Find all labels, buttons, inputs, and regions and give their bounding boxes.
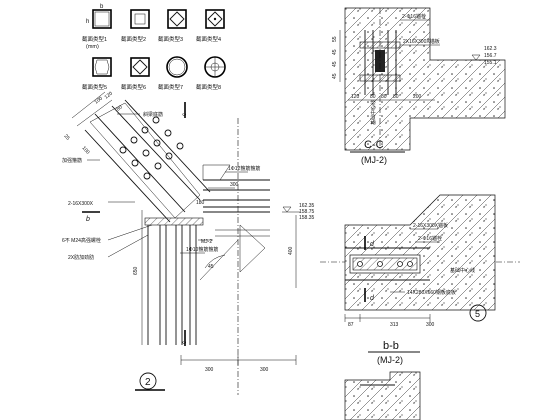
bb-dim-2: 313 (390, 322, 399, 328)
dim-120: 120 (104, 91, 114, 101)
cc-left-dim-4: 45 (332, 73, 338, 79)
cc-elev-3: 155.1 (484, 60, 497, 66)
cc-left-dim-1: 55 (332, 36, 338, 42)
section-type-2-label: 截面类型2 (121, 35, 146, 43)
cc-elev-2: 156.7 (484, 53, 497, 59)
dim-b-label: b (100, 4, 104, 10)
section-c-top: c (182, 113, 188, 116)
section-type-8-label: 截面类型8 (196, 83, 221, 91)
section-type-2: 截面类型2 (121, 9, 150, 43)
section-type-7: 截面类型7 (158, 56, 188, 91)
label-rebar-top: 1Φ12箍筋箍筋 (228, 165, 260, 172)
cc-dim-3: 80 (381, 94, 387, 100)
dim-180: 180 (196, 200, 205, 206)
section-c-bottom: c (182, 341, 188, 344)
bb-label-bolt: 2-Φ16锚栓 (418, 235, 442, 242)
section-type-5-label: 截面类型5 (82, 83, 107, 91)
detail-number-circle (139, 372, 157, 390)
section-b-b: d d 2-16X300X锚板 2-Φ16锚栓 基础中心线 14X280X660… (320, 194, 520, 365)
label-stiffener: 2X肋加劲肋 (68, 254, 94, 261)
elevation-3: 158.35 (299, 215, 315, 221)
cc-dim-2: 80 (370, 94, 376, 100)
bb-subtitle: (MJ-2) (377, 355, 403, 365)
bb-dim-1: 87 (348, 322, 354, 328)
section-type-8: 截面类型8 (196, 56, 226, 91)
label-rebar-bottom: 1Φ10箍筋箍筋 (186, 246, 218, 253)
bb-dim-3: 300 (426, 322, 435, 328)
section-type-1-label: 截面类型1 (82, 35, 107, 43)
cc-left-dim-3: 45 (332, 61, 338, 67)
dim-400: 400 (288, 246, 294, 255)
cc-left-dim-2: 45 (332, 49, 338, 55)
section-type-4-label: 截面类型4 (196, 35, 221, 43)
section-type-1: h b 截面类型1 (mm) (82, 4, 112, 50)
bb-label-plate: 2-16X300X锚板 (413, 222, 448, 229)
bb-label-bottom-plate: 14X280X660钢板底板 (407, 289, 456, 296)
partial-section-bottom (344, 371, 421, 420)
bb-detail-circle (469, 304, 487, 322)
label-plate: 2-16X300X (68, 201, 94, 207)
label-bolts: 6不 M24高强螺栓 (62, 237, 101, 244)
cc-dim-5: 200 (413, 94, 422, 100)
section-type-3-label: 截面类型3 (158, 35, 183, 43)
section-b-ref: b (86, 216, 90, 223)
bb-title: b-b (383, 340, 399, 352)
cc-label-bolt: 2-Φ16锚栓 (402, 13, 426, 20)
section-type-6: 截面类型6 (121, 57, 150, 91)
label-mj: MJ-2 (201, 239, 212, 245)
section-type-5: 截面类型5 (82, 57, 112, 91)
bb-d-bottom: d (370, 295, 375, 302)
bb-d-top: d (370, 241, 375, 248)
cc-axis-label: 基础中心线 (370, 100, 377, 125)
dim-h-label: h (86, 19, 89, 25)
section-c-c: 120 80 80 80 200 55 45 45 45 2-Φ16锚栓 2X1… (332, 7, 506, 165)
elevation-2: 158.75 (299, 209, 315, 215)
section-type-3: 截面类型3 (158, 9, 187, 43)
dim-300a: 300 (230, 182, 239, 188)
dim-25: 25 (63, 133, 71, 141)
dim-100b: 100 (81, 145, 91, 155)
dim-300b: 300 (205, 367, 214, 373)
cc-subtitle: (MJ-2) (361, 155, 387, 165)
section-type-legend: h b 截面类型1 (mm) 截面类型2 截面类型3 截面类型4 截面类型5 (82, 4, 226, 91)
cc-title: C-C (364, 139, 384, 151)
section-type-7-label: 截面类型7 (158, 83, 183, 91)
dim-300c: 300 (260, 367, 269, 373)
dim-100a: 100 (94, 96, 104, 106)
section-type-4: 截面类型4 (196, 9, 225, 43)
dim-650: 650 (133, 266, 139, 275)
bb-axis-label: 基础中心线 (450, 267, 475, 274)
unit-label: (mm) (86, 44, 99, 50)
cc-elev-1: 162.3 (484, 46, 497, 52)
dim-80: 80 (116, 104, 124, 112)
angle-45: 45 (208, 264, 214, 270)
detail-number: 2 (145, 377, 151, 388)
elevation-1: 162.35 (299, 203, 315, 209)
joint-detail-2: 100 120 80 25 100 300 180 45 650 400 162 (62, 91, 315, 395)
section-type-6-label: 截面类型6 (121, 83, 146, 91)
label-ring: 加强箍筋 (62, 157, 82, 164)
bb-detail-number: 5 (475, 309, 480, 319)
cc-label-plate: 2X16X300X锚板 (403, 38, 440, 45)
cc-dim-4: 80 (393, 94, 399, 100)
bolt-group (119, 116, 184, 180)
cc-dim-1: 120 (351, 94, 360, 100)
label-diag-rebar: 斜梁底筋 (143, 111, 163, 118)
